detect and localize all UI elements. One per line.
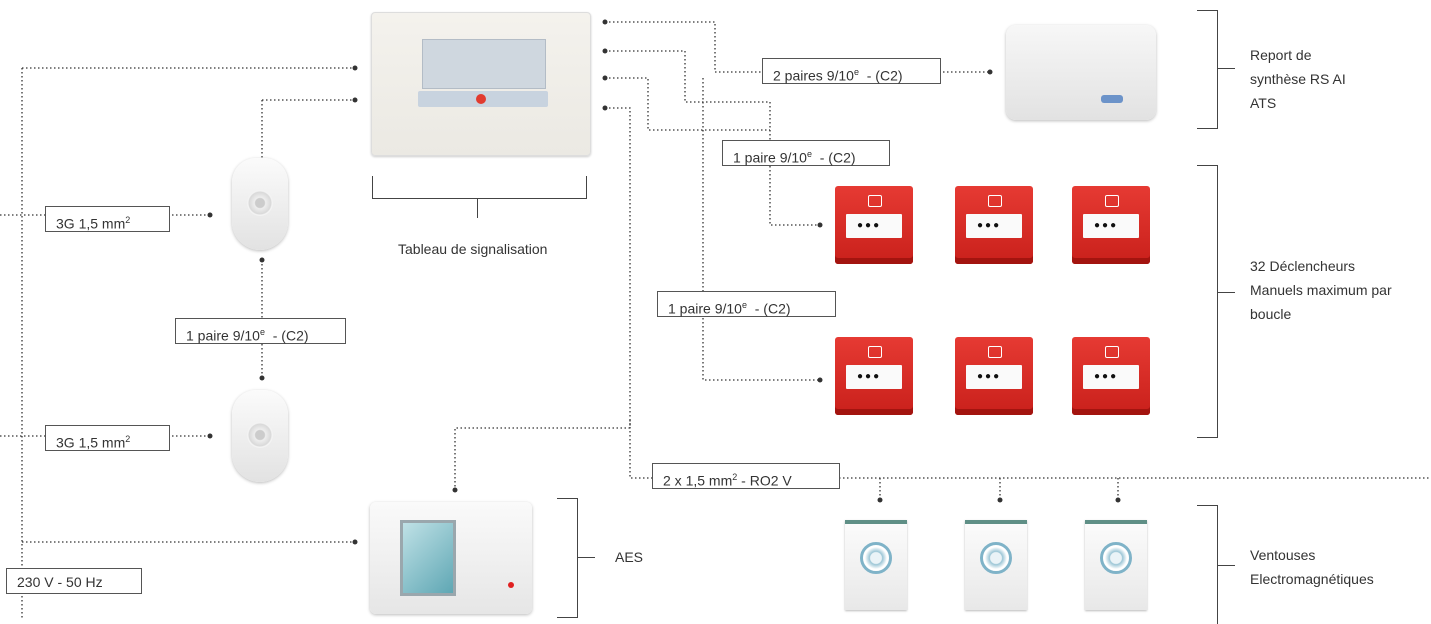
tableau-device <box>371 12 591 156</box>
cable-text: 1 paire 9/10 <box>733 149 807 166</box>
call-point-window <box>846 214 902 238</box>
call-point-logo <box>868 195 882 207</box>
cable-text: 3G 1,5 mm <box>56 215 126 232</box>
tableau-label: Tableau de signalisation <box>398 241 548 257</box>
tableau-alarm-button <box>476 94 486 104</box>
cable-sup: 2 <box>732 472 738 482</box>
sounder-speaker <box>247 422 273 448</box>
call-point-window <box>966 365 1022 389</box>
cable-label-1-paire-left: 1 paire 9/10e - (C2) <box>175 318 346 344</box>
cable-tail: - (C2) <box>746 300 791 317</box>
aes-led <box>508 582 514 588</box>
cable-text: 230 V - 50 Hz <box>17 574 103 590</box>
tableau-bracket <box>372 176 587 199</box>
cable-sup: e <box>259 327 265 337</box>
cable-text: 2 x 1,5 mm <box>663 472 733 489</box>
aes-label: AES <box>615 549 644 565</box>
sounder-speaker <box>247 190 273 216</box>
ventouse <box>1085 520 1147 610</box>
cable-text: 1 paire 9/10 <box>186 327 260 344</box>
declencheurs-bracket <box>1197 165 1218 438</box>
aes-device <box>370 502 532 614</box>
cable-label-power: 230 V - 50 Hz <box>6 568 142 594</box>
call-point-logo <box>1105 346 1119 358</box>
call-point-mark: ●●● <box>1094 220 1119 231</box>
ventouses-bracket-tick <box>1217 565 1235 566</box>
tableau-display <box>422 39 546 89</box>
cable-text: 2 paires 9/10 <box>773 67 854 84</box>
call-point-window <box>966 214 1022 238</box>
sounder <box>232 158 288 250</box>
declencheurs-label: 32 Déclencheurs Manuels maximum par bouc… <box>1250 258 1392 322</box>
call-point: ●●● <box>1072 186 1150 264</box>
cable-label-1-paire-mid: 1 paire 9/10e - (C2) <box>657 291 836 317</box>
aes-window <box>400 520 456 596</box>
cable-sup: e <box>741 300 747 310</box>
cable-sup: 2 <box>125 215 131 225</box>
cable-label-2-paires: 2 paires 9/10e - (C2) <box>762 58 941 84</box>
call-point-window <box>1083 365 1139 389</box>
ventouse <box>965 520 1027 610</box>
sounder <box>232 390 288 482</box>
report-bracket-tick <box>1217 68 1235 69</box>
call-point: ●●● <box>835 337 913 415</box>
report-bracket <box>1197 10 1218 129</box>
cable-label-1-paire-top: 1 paire 9/10e - (C2) <box>722 140 890 166</box>
call-point-window <box>846 365 902 389</box>
cable-sup: 2 <box>125 434 131 444</box>
call-point-logo <box>988 346 1002 358</box>
cable-tail: - (C2) <box>858 67 903 84</box>
cable-label-ro2v: 2 x 1,5 mm2 - RO2 V <box>652 463 840 489</box>
call-point: ●●● <box>835 186 913 264</box>
cable-text: 1 paire 9/10 <box>668 300 742 317</box>
ventouse-magnet <box>980 542 1012 574</box>
call-point-mark: ●●● <box>977 371 1002 382</box>
call-point: ●●● <box>955 186 1033 264</box>
ventouses-bracket <box>1197 505 1218 624</box>
report-label: Report de synthèse RS AI ATS <box>1250 47 1346 111</box>
cable-tail: - (C2) <box>264 327 309 344</box>
report-device <box>1006 25 1156 120</box>
call-point-mark: ●●● <box>857 371 882 382</box>
cable-label-3g-top: 3G 1,5 mm2 <box>45 206 170 232</box>
ventouse-magnet <box>1100 542 1132 574</box>
ventouse <box>845 520 907 610</box>
call-point-logo <box>868 346 882 358</box>
call-point: ●●● <box>1072 337 1150 415</box>
cable-text: 3G 1,5 mm <box>56 434 126 451</box>
tableau-bracket-tick <box>477 198 478 218</box>
cable-tail: - (C2) <box>811 149 856 166</box>
cable-sup: e <box>806 149 812 159</box>
call-point-mark: ●●● <box>857 220 882 231</box>
cable-tail: - RO2 V <box>737 472 792 489</box>
call-point-mark: ●●● <box>977 220 1002 231</box>
cable-label-3g-bottom: 3G 1,5 mm2 <box>45 425 170 451</box>
declencheurs-bracket-tick <box>1217 292 1235 293</box>
ventouse-magnet <box>860 542 892 574</box>
aes-bracket-tick <box>577 557 595 558</box>
report-logo <box>1101 95 1123 103</box>
call-point-logo <box>988 195 1002 207</box>
call-point: ●●● <box>955 337 1033 415</box>
aes-bracket <box>557 498 578 618</box>
cable-sup: e <box>853 67 859 77</box>
call-point-window <box>1083 214 1139 238</box>
call-point-mark: ●●● <box>1094 371 1119 382</box>
ventouses-label: Ventouses Electromagnétiques <box>1250 547 1374 587</box>
call-point-logo <box>1105 195 1119 207</box>
